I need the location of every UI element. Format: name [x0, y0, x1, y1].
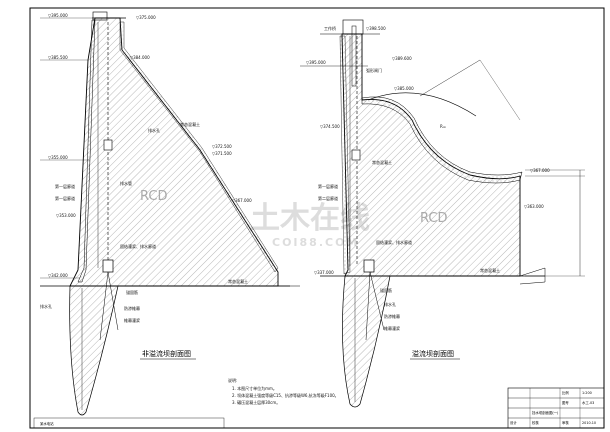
svg-text:▽395.000: ▽395.000	[48, 13, 68, 18]
svg-text:▽372.500: ▽372.500	[212, 144, 232, 149]
svg-text:▽375.000: ▽375.000	[136, 15, 156, 20]
svg-text:第二层廊道: 第二层廊道	[318, 195, 338, 201]
svg-text:▽367.000: ▽367.000	[232, 198, 252, 203]
svg-text:排水孔: 排水孔	[148, 127, 160, 133]
svg-text:说明:: 说明:	[228, 377, 237, 383]
right-spillway-face	[361, 96, 523, 184]
svg-text:挡水坝剖面图(一): 挡水坝剖面图(一)	[532, 410, 559, 415]
svg-text:3. 碾压混凝土层厚30cm。: 3. 碾压混凝土层厚30cm。	[232, 399, 280, 405]
svg-text:常态混凝土: 常态混凝土	[372, 159, 392, 165]
svg-text:图号: 图号	[562, 400, 569, 405]
left-dam-section: RCD ▽395.000 ▽375.000 ▽385.500 ▽384.000 …	[40, 11, 300, 416]
svg-text:▽371.500: ▽371.500	[212, 151, 232, 156]
svg-text:排水孔: 排水孔	[384, 301, 396, 307]
left-crest-structure	[92, 11, 108, 21]
svg-text:2010.10: 2010.10	[582, 421, 596, 425]
right-section-title: 溢流坝剖面图	[412, 349, 454, 358]
svg-text:R=: R=	[440, 124, 446, 129]
svg-text:第一层廊道: 第一层廊道	[318, 183, 338, 189]
svg-text:2. 坝体混凝土强度等级C15、抗渗等级W6,抗冻等级F10: 2. 坝体混凝土强度等级C15、抗渗等级W6,抗冻等级F100。	[232, 392, 339, 398]
svg-text:固结灌浆、排水廊道: 固结灌浆、排水廊道	[120, 243, 156, 249]
svg-text:排水孔: 排水孔	[40, 303, 52, 309]
svg-text:▽395.000: ▽395.000	[306, 60, 326, 65]
left-section-title: 非溢流坝剖面图	[142, 349, 191, 358]
right-rcd-label: RCD	[420, 211, 447, 226]
svg-text:固结灌浆、排水廊道: 固结灌浆、排水廊道	[376, 239, 412, 245]
svg-text:工作桥: 工作桥	[324, 25, 336, 31]
svg-text:常态混凝土: 常态混凝土	[180, 121, 200, 127]
svg-text:锚固筋: 锚固筋	[380, 287, 392, 293]
svg-text:第一层廊道: 第一层廊道	[55, 183, 75, 189]
right-dam-section: RCD 工作桥 ▽398.500 弧形闸门 ▽395.000 ▽389.600 …	[300, 19, 585, 408]
right-radial-gate	[367, 92, 477, 117]
watermark-en: COI88.COM	[272, 236, 359, 249]
svg-text:▽398.500: ▽398.500	[366, 26, 386, 31]
svg-text:设计: 设计	[510, 420, 517, 425]
svg-text:帷幕灌浆: 帷幕灌浆	[384, 325, 400, 331]
svg-text:▽355.000: ▽355.000	[48, 155, 68, 160]
svg-text:▽374.500: ▽374.500	[320, 124, 340, 129]
svg-text:校核: 校核	[532, 420, 539, 425]
svg-text:▽389.600: ▽389.600	[392, 56, 412, 61]
svg-text:常态混凝土: 常态混凝土	[480, 267, 500, 273]
svg-text:帷幕灌浆: 帷幕灌浆	[124, 317, 140, 323]
svg-text:▽337.000: ▽337.000	[314, 270, 334, 275]
title-block: 比例 1:200 图号 水工-03 挡水坝剖面图(一) 设计 校核 审核 201…	[33, 387, 605, 429]
svg-text:常态混凝土: 常态混凝土	[228, 278, 248, 284]
svg-text:水工-03: 水工-03	[582, 400, 594, 405]
svg-text:▽384.000: ▽384.000	[130, 55, 150, 60]
left-base-gallery	[102, 259, 114, 273]
left-rcd-label: RCD	[140, 189, 167, 204]
svg-text:▽363.000: ▽363.000	[524, 204, 544, 209]
svg-text:第一层廊道: 第一层廊道	[55, 195, 75, 201]
svg-text:1. 本图尺寸单位为mm。: 1. 本图尺寸单位为mm。	[232, 385, 277, 391]
general-notes: 说明: 1. 本图尺寸单位为mm。 2. 坝体混凝土强度等级C15、抗渗等级W6…	[228, 377, 339, 405]
svg-text:▽353.000: ▽353.000	[56, 213, 76, 218]
right-grout-curtain	[342, 275, 391, 408]
svg-text:▽367.000: ▽367.000	[530, 168, 550, 173]
svg-text:防渗帷幕: 防渗帷幕	[124, 305, 140, 311]
svg-text:排水管: 排水管	[120, 180, 132, 186]
svg-text:▽385.500: ▽385.500	[48, 55, 68, 60]
right-pier	[342, 19, 364, 35]
svg-text:▽385.000: ▽385.000	[394, 86, 414, 91]
left-downstream-concrete	[119, 21, 279, 273]
svg-text:比例: 比例	[562, 390, 569, 395]
right-base-gallery	[363, 259, 375, 273]
svg-text:防渗帷幕: 防渗帷幕	[384, 313, 400, 319]
svg-text:▽342.000: ▽342.000	[48, 273, 68, 278]
svg-text:某水电站: 某水电站	[40, 421, 54, 426]
svg-text:审核: 审核	[562, 420, 569, 425]
spill-radius-line	[419, 59, 481, 97]
svg-text:锚固筋: 锚固筋	[126, 289, 138, 295]
sheet-border	[29, 7, 605, 429]
svg-text:弧形闸门: 弧形闸门	[366, 67, 382, 73]
svg-text:1:200: 1:200	[582, 391, 592, 395]
left-dam-body	[69, 17, 279, 287]
left-grout-curtain	[69, 285, 119, 416]
left-upper-gallery	[103, 139, 113, 151]
